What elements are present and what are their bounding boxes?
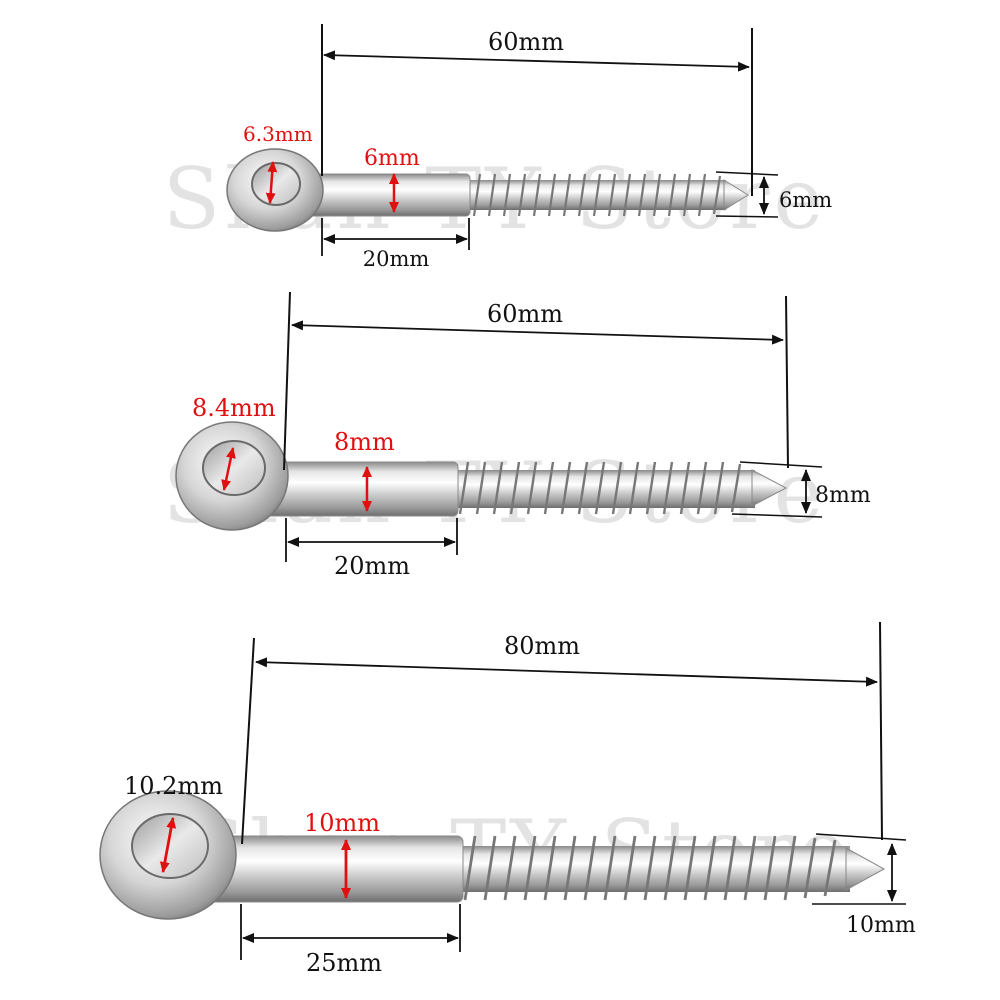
watermarks: Shan TY Store Shan TY Store Shan TY Stor… [163, 150, 848, 900]
shank-diameter-label: 8mm [334, 428, 395, 456]
screw-image [226, 148, 749, 232]
shank-length-dimension: 25mm [240, 904, 461, 977]
shank-length-dimension: 20mm [321, 218, 470, 271]
eye-hole-label: 6.3mm [243, 122, 313, 146]
total-length-label: 60mm [488, 28, 564, 56]
screw-image [175, 421, 788, 531]
thread-diameter-label: 10mm [846, 913, 916, 938]
screw-image [99, 790, 886, 920]
eye-hole-dimension: 6.3mm [243, 122, 313, 204]
total-length-dimension: 60mm [283, 291, 789, 471]
eye-hole-dimension: 10.2mm [124, 772, 223, 873]
shank-length-dimension: 20mm [285, 518, 458, 580]
thread-diameter-label: 6mm [779, 188, 832, 212]
eye-hole-label: 10.2mm [124, 772, 223, 800]
shank-diameter-label: 10mm [304, 809, 380, 837]
eye-screw-large: 80mm 10.2mm 10mm 25mm 10mm [99, 621, 916, 977]
eye-screw-medium: 60mm 8.4mm 8mm 20mm 8mm [175, 291, 871, 580]
eye-screw-small: 60mm 6.3mm 6mm 20mm 6mm [226, 24, 832, 271]
thread-diameter-label: 8mm [815, 483, 871, 508]
shank-length-label: 20mm [334, 552, 410, 580]
total-length-dimension: 80mm [241, 621, 883, 845]
shank-diameter-dimension: 8mm [334, 428, 395, 512]
total-length-dimension: 60mm [321, 24, 753, 196]
thread-diameter-dimension: 8mm [731, 461, 871, 518]
shank-length-label: 25mm [306, 949, 382, 977]
total-length-label: 80mm [504, 632, 580, 660]
thread-diameter-dimension: 10mm [812, 833, 916, 938]
shank-diameter-dimension: 10mm [304, 809, 380, 899]
thread-diameter-dimension: 6mm [715, 171, 832, 218]
eye-hole-dimension: 8.4mm [192, 394, 276, 491]
eye-hole-label: 8.4mm [192, 394, 276, 422]
total-length-label: 60mm [487, 300, 563, 328]
shank-length-label: 20mm [363, 247, 430, 271]
shank-diameter-label: 6mm [364, 146, 420, 171]
shank-diameter-dimension: 6mm [364, 146, 420, 213]
